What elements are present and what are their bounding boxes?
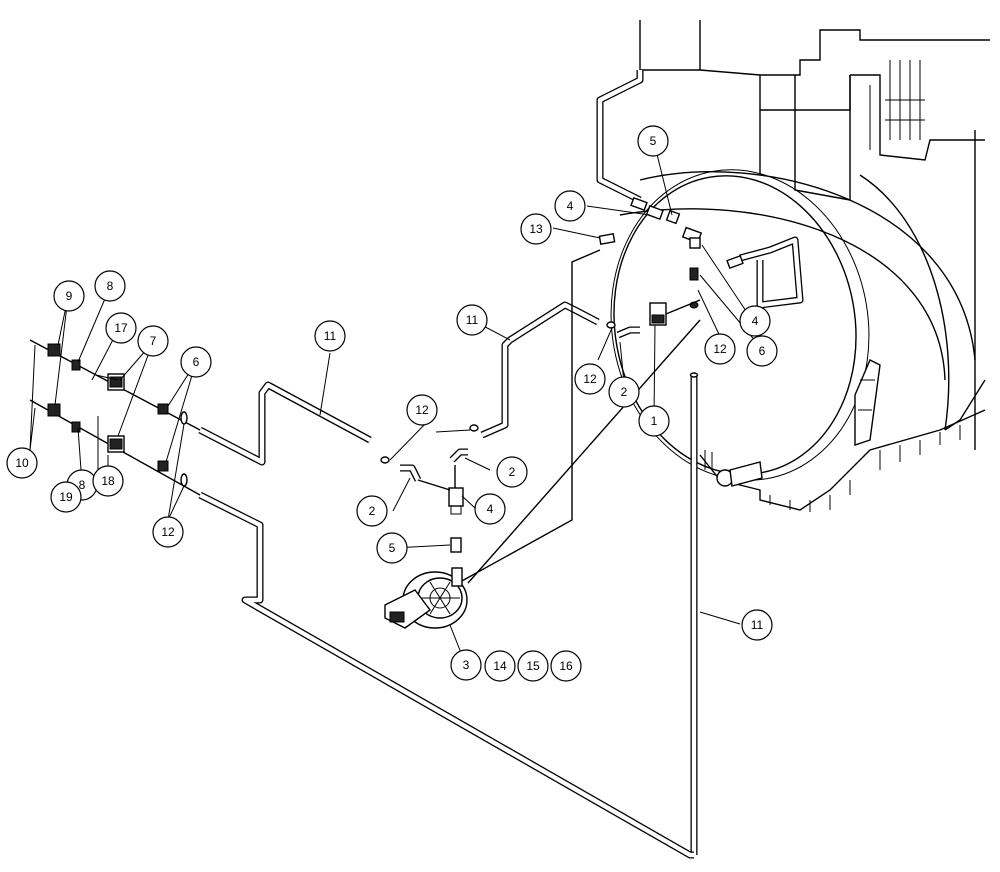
callout-7: 7 [137, 325, 169, 357]
svg-text:12: 12 [713, 342, 727, 356]
callout-13: 13 [520, 213, 552, 245]
svg-text:11: 11 [751, 618, 764, 632]
svg-text:13: 13 [529, 222, 543, 236]
callout-12-left: 12 [152, 516, 184, 548]
callout-11-top: 11 [456, 304, 488, 336]
svg-text:8: 8 [79, 478, 86, 492]
svg-text:4: 4 [567, 199, 574, 213]
svg-text:1: 1 [651, 414, 658, 428]
svg-text:19: 19 [59, 490, 73, 504]
svg-text:6: 6 [759, 344, 766, 358]
svg-text:8: 8 [107, 279, 114, 293]
callout-5-top: 5 [637, 125, 669, 157]
machine-housing [610, 20, 990, 512]
leader-lines [29, 141, 763, 664]
callout-9: 9 [53, 280, 85, 312]
callout-4-pump: 4 [474, 493, 506, 525]
svg-text:4: 4 [752, 314, 759, 328]
callout-12-middle: 12 [406, 394, 438, 426]
svg-text:18: 18 [101, 474, 115, 488]
callout-6-left: 6 [180, 346, 212, 378]
svg-text:11: 11 [324, 329, 337, 343]
svg-text:2: 2 [509, 465, 516, 479]
callout-6-right: 6 [746, 335, 778, 367]
callout-10: 10 [6, 447, 38, 479]
middle-pipe-loop [198, 381, 372, 466]
callout-4-top: 4 [554, 190, 586, 222]
vertical-drain-pipe [689, 372, 699, 855]
callout-4-right: 4 [739, 305, 771, 337]
svg-text:9: 9 [66, 289, 73, 303]
svg-text:12: 12 [415, 403, 429, 417]
svg-text:2: 2 [621, 385, 628, 399]
callout-14: 14 [484, 650, 516, 682]
callout-11-right: 11 [741, 609, 773, 641]
callout-8-top: 8 [94, 270, 126, 302]
svg-text:14: 14 [493, 659, 507, 673]
callout-2-right: 2 [608, 376, 640, 408]
svg-text:6: 6 [193, 355, 200, 369]
drum-fittings [598, 196, 744, 339]
callout-12-right: 12 [704, 333, 736, 365]
svg-text:15: 15 [526, 659, 540, 673]
svg-text:7: 7 [150, 334, 157, 348]
left-valve-manifold [29, 339, 201, 496]
callout-16: 16 [550, 650, 582, 682]
svg-text:12: 12 [583, 372, 597, 386]
upper-pipe-loop [596, 70, 804, 309]
svg-text:10: 10 [15, 456, 29, 470]
svg-text:12: 12 [161, 525, 175, 539]
svg-text:16: 16 [559, 659, 573, 673]
svg-text:11: 11 [466, 313, 479, 327]
callout-2-left: 2 [356, 495, 388, 527]
callout-11-left: 11 [314, 320, 346, 352]
callout-2-middle: 2 [496, 456, 528, 488]
lower-pipe-loop [198, 491, 694, 859]
callout-19: 19 [50, 481, 82, 513]
callout-18: 18 [92, 465, 124, 497]
svg-text:4: 4 [487, 502, 494, 516]
svg-text:5: 5 [650, 134, 657, 148]
svg-text:5: 5 [389, 541, 396, 555]
pump-assembly [380, 424, 479, 629]
pump-supply-line [459, 249, 701, 584]
svg-text:2: 2 [369, 504, 376, 518]
callout-15: 15 [517, 650, 549, 682]
svg-text:17: 17 [114, 321, 128, 335]
callout-5-pump: 5 [376, 532, 408, 564]
svg-text:3: 3 [463, 658, 470, 672]
callout-1: 1 [638, 405, 670, 437]
callout-17: 17 [105, 312, 137, 344]
callout-3: 3 [450, 649, 482, 681]
callout-12-middle-right: 12 [574, 363, 606, 395]
